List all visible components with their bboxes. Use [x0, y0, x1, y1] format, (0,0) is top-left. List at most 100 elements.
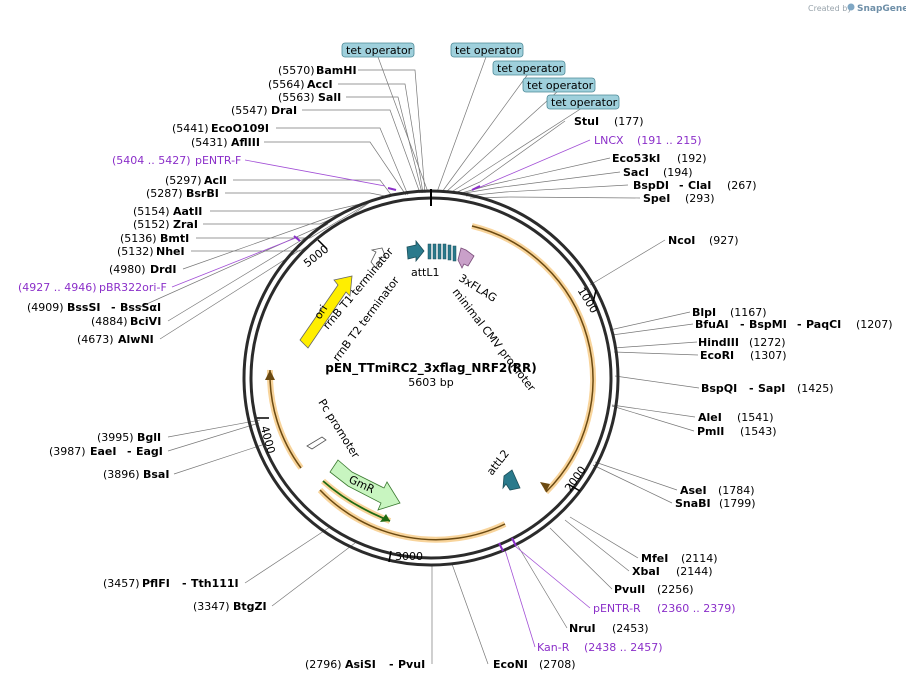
attl2-feature[interactable]	[502, 469, 521, 491]
enzyme-pos: (4909)	[27, 301, 64, 314]
enzyme-site[interactable]: MfeI	[641, 552, 668, 565]
flag-feature[interactable]	[457, 247, 475, 269]
plasmid-name: pEN_TTmiRC2_3xflag_NRF2(RR)	[325, 361, 536, 376]
enzyme-site[interactable]: BssSαI	[120, 301, 161, 314]
credit-prefix: Created by	[808, 4, 852, 13]
enzyme-site[interactable]: BlpI	[692, 306, 716, 319]
enzyme-pos: (1541)	[737, 411, 774, 424]
tet-operator-box[interactable]	[450, 42, 524, 58]
enzyme-site[interactable]: DrdI	[150, 263, 177, 276]
enzyme-site[interactable]: BsaI	[143, 468, 169, 481]
enzyme-site[interactable]: PvuII	[614, 583, 645, 596]
primer-pos: (2438 .. 2457)	[584, 641, 663, 654]
enzyme-site[interactable]: BspMI	[749, 318, 787, 331]
tet-operator-label: tet operator	[497, 62, 564, 75]
enzyme-site[interactable]: EcoNI	[493, 658, 528, 671]
enzyme-pos: (4980)	[109, 263, 146, 276]
tet-operator-box[interactable]	[546, 94, 620, 110]
rrnb-t1-terminator[interactable]	[370, 247, 387, 269]
enzyme-site[interactable]: BamHI	[316, 64, 357, 77]
enzyme-site[interactable]: HindIII	[698, 336, 739, 349]
enzyme-site[interactable]: AleI	[698, 411, 722, 424]
leader-lines	[139, 69, 700, 665]
tet-operator-box[interactable]	[341, 42, 415, 58]
cmv-label: minimal CMV promoter	[450, 286, 539, 394]
enzyme-pos: (5136)	[120, 232, 157, 245]
svg-text:-: -	[111, 301, 116, 314]
enzyme-site[interactable]: ClaI	[688, 179, 711, 192]
svg-text:-: -	[127, 445, 132, 458]
gmr-arc	[322, 480, 391, 522]
enzyme-site[interactable]: NheI	[156, 245, 185, 258]
enzyme-site[interactable]: EcoO109I	[211, 122, 269, 135]
ori-feature[interactable]	[299, 275, 353, 349]
feature-arcs	[265, 223, 596, 543]
enzyme-site[interactable]: BspQI	[701, 382, 737, 395]
enzyme-pos: (3987)	[49, 445, 86, 458]
tet-operator-box[interactable]	[522, 77, 596, 93]
enzyme-site[interactable]: SnaBI	[675, 497, 711, 510]
enzyme-site[interactable]: PmlI	[697, 425, 724, 438]
primer-pos: (191 .. 215)	[637, 134, 702, 147]
enzyme-site[interactable]: BssSI	[67, 301, 101, 314]
credit-brand[interactable]: SnapGene	[857, 4, 906, 14]
enzyme-site[interactable]: BsrBI	[186, 187, 219, 200]
enzyme-site[interactable]: EaeI	[90, 445, 117, 458]
enzyme-site[interactable]: EcoRI	[700, 349, 734, 362]
enzyme-pos: (1784)	[718, 484, 755, 497]
enzyme-site[interactable]: AflIII	[231, 136, 260, 149]
enzyme-site[interactable]: NcoI	[668, 234, 695, 247]
primer-site[interactable]: Kan-R	[537, 641, 570, 654]
enzyme-site[interactable]: XbaI	[632, 565, 660, 578]
enzyme-site[interactable]: AatII	[173, 205, 202, 218]
enzyme-site[interactable]: PvuI	[398, 658, 425, 671]
enzyme-site[interactable]: ZraI	[173, 218, 198, 231]
enzyme-site[interactable]: AseI	[680, 484, 707, 497]
enzyme-pos: (1272)	[749, 336, 786, 349]
enzyme-pos: (4884)	[91, 315, 128, 328]
enzyme-site[interactable]: SapI	[758, 382, 785, 395]
enzyme-site[interactable]: BciVI	[130, 315, 161, 328]
primer-site[interactable]: LNCX	[594, 134, 624, 147]
enzyme-pos: (4673)	[77, 333, 114, 346]
enzyme-site[interactable]: AccI	[307, 78, 333, 91]
enzyme-site[interactable]: BglI	[137, 431, 161, 444]
enzyme-site[interactable]: EagI	[136, 445, 163, 458]
primer-site[interactable]: pENTR-F	[195, 154, 241, 167]
enzyme-site[interactable]: SalI	[318, 91, 341, 104]
enzyme-site[interactable]: AclI	[204, 174, 227, 187]
svg-text:-: -	[389, 658, 394, 671]
enzyme-site[interactable]: StuI	[574, 115, 599, 128]
enzyme-site[interactable]: PaqCI	[806, 318, 841, 331]
enzyme-site[interactable]: DraI	[271, 104, 297, 117]
gmr-feature[interactable]	[329, 459, 401, 511]
svg-text:-: -	[797, 318, 802, 331]
enzyme-site[interactable]: BtgZI	[233, 600, 267, 613]
enzyme-site[interactable]: NruI	[569, 622, 596, 635]
enzyme-pos: (2708)	[539, 658, 576, 671]
tet-operator-box[interactable]	[492, 60, 566, 76]
tick-label-3000: 3000	[395, 550, 423, 563]
enzyme-pos: (5287)	[146, 187, 183, 200]
enzyme-pos: (293)	[685, 192, 715, 205]
enzyme-site[interactable]: SpeI	[643, 192, 670, 205]
enzyme-site[interactable]: SacI	[623, 166, 649, 179]
attl1-feature[interactable]	[406, 239, 425, 263]
enzyme-site[interactable]: AlwNI	[118, 333, 154, 346]
enzyme-labels-right: StuI (177) LNCX (191 .. 215) Eco53kI (19…	[537, 115, 893, 654]
enzyme-site[interactable]: BfuAI	[695, 318, 729, 331]
primer-pos: (5404 .. 5427)	[112, 154, 191, 167]
enzyme-pos: (2144)	[676, 565, 713, 578]
primer-site[interactable]: pBR322ori-F	[99, 281, 167, 294]
enzyme-pos: (5563)	[278, 91, 315, 104]
enzyme-site[interactable]: BmtI	[160, 232, 189, 245]
enzyme-pos: (1307)	[750, 349, 787, 362]
pc-promoter-feature[interactable]	[306, 436, 327, 450]
enzyme-site[interactable]: Tth111I	[191, 577, 239, 590]
enzyme-site[interactable]: BspDI	[633, 179, 669, 192]
primer-site[interactable]: pENTR-R	[593, 602, 641, 615]
enzyme-pos: (2796)	[305, 658, 342, 671]
enzyme-site[interactable]: PflFI	[142, 577, 170, 590]
enzyme-site[interactable]: Eco53kI	[612, 152, 660, 165]
enzyme-site[interactable]: AsiSI	[345, 658, 376, 671]
